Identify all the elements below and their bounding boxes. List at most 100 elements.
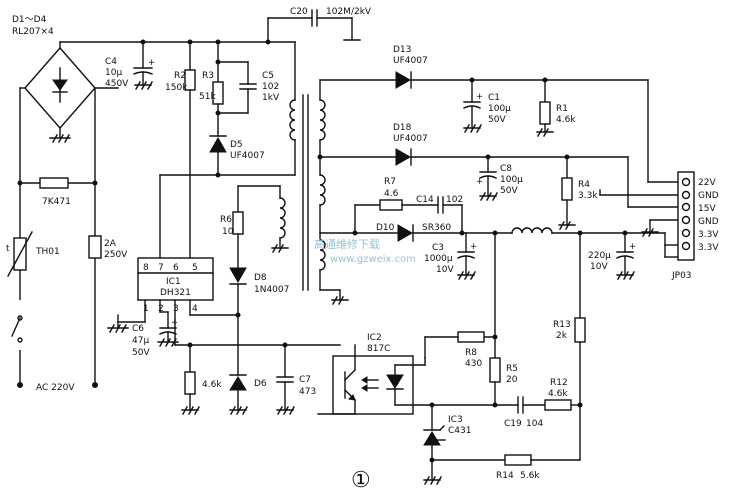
- c5-label: C5: [262, 71, 274, 81]
- c8-value: 100μ: [500, 175, 523, 185]
- c3-value: 1000μ: [424, 254, 453, 264]
- r3-label: R3: [202, 71, 214, 81]
- ic1-pin-1: 1: [143, 304, 149, 314]
- r1-label: R1: [556, 104, 568, 114]
- feedback-bottom-network: [174, 314, 341, 415]
- c8-label: C8: [500, 164, 512, 174]
- c5-value: 102: [262, 82, 279, 92]
- r14-label: R14: [496, 471, 514, 481]
- r7-value: 4.6: [384, 189, 399, 199]
- rectifier-part: RL207×4: [12, 27, 54, 37]
- c14-value: 102: [446, 195, 463, 205]
- ac-input-label: AC 220V: [36, 383, 75, 393]
- c7-label: C7: [299, 375, 311, 385]
- power-switch: [11, 300, 26, 350]
- jp03-pin-1: 22V: [698, 178, 716, 188]
- ic1-pin-5: 5: [192, 263, 198, 273]
- th01-label: TH01: [35, 247, 60, 257]
- d8-label: D8: [254, 273, 267, 283]
- d10-part: SR360: [422, 223, 451, 233]
- r2-label: R2: [174, 71, 186, 81]
- r13-label: R13: [553, 320, 571, 330]
- r1-value: 4.6k: [556, 115, 576, 125]
- watermark-url: www.gzweix.com: [330, 254, 416, 265]
- ic1-pin-3: 3: [173, 304, 179, 314]
- r12-value: 4.6k: [548, 389, 568, 399]
- c1-voltage: 50V: [488, 115, 506, 125]
- svg-text:+: +: [470, 242, 477, 252]
- d5-part: UF4007: [230, 151, 265, 161]
- varistor-label: 7K471: [42, 197, 71, 207]
- fuse-voltage: 250V: [104, 250, 128, 260]
- ic1-chip: [137, 257, 239, 346]
- d10-label: D10: [376, 223, 395, 233]
- ic2-label: IC2: [367, 333, 382, 343]
- c4-value: 10μ: [105, 68, 122, 78]
- r4-label: R4: [578, 180, 590, 190]
- c20-label: C20: [290, 7, 308, 17]
- ic1-label: IC1: [166, 277, 181, 287]
- ground-rails: [599, 189, 679, 237]
- c3-voltage: 10V: [436, 265, 454, 275]
- bridge-rectifier: [24, 46, 96, 143]
- ic1-part: DH321: [160, 288, 191, 298]
- jp03-label: JP03: [671, 271, 692, 281]
- d13-part: UF4007: [393, 56, 428, 66]
- svg-text:+: +: [476, 177, 483, 187]
- watermark-text: 高通维修下载: [314, 237, 380, 251]
- d8-part: 1N4007: [254, 285, 289, 295]
- input-wiring: [17, 41, 296, 388]
- snubber-network: [209, 41, 257, 176]
- svg-text:+: +: [171, 318, 178, 328]
- ic1-pin-2: 2: [158, 304, 164, 314]
- ic3-part: C431: [448, 426, 471, 436]
- th01-symbol: t: [6, 244, 10, 254]
- d6-label: D6: [254, 379, 267, 389]
- jp03-pin-3: 15V: [698, 204, 716, 214]
- jp03-pin-5: 3.3V: [698, 230, 719, 240]
- svg-text:+: +: [476, 92, 483, 102]
- varistor: [39, 177, 69, 189]
- r14-value: 5.6k: [520, 471, 540, 481]
- ic1-ground: [107, 314, 146, 333]
- jp03-pin-2: GND: [698, 191, 719, 201]
- capacitor-c4: +: [133, 41, 155, 90]
- c5-voltage: 1kV: [262, 93, 280, 103]
- r5-label: R5: [506, 364, 518, 374]
- transformer-core: [302, 94, 309, 291]
- r-bottom-value: 4.6k: [202, 380, 222, 390]
- c20-value: 102M/2kV: [326, 7, 372, 17]
- c1-label: C1: [488, 93, 500, 103]
- cout-voltage: 10V: [590, 262, 608, 272]
- r4-value: 3.3k: [578, 191, 598, 201]
- aux-winding: [229, 185, 289, 316]
- r6-value: 10: [222, 227, 234, 237]
- d5-label: D5: [230, 140, 243, 150]
- r6-label: R6: [220, 215, 232, 225]
- c4-label: C4: [105, 57, 117, 67]
- c7-value: 473: [299, 387, 316, 397]
- connector-jp03: [677, 171, 695, 261]
- fuse-rating: 2A: [104, 239, 117, 249]
- d13-label: D13: [393, 45, 411, 55]
- ic3-label: IC3: [448, 415, 463, 425]
- ic2-part: 817C: [367, 344, 390, 354]
- c1-value: 100μ: [488, 104, 511, 114]
- cout-value: 220μ: [588, 251, 611, 261]
- r13-value: 2k: [556, 331, 568, 341]
- c6-voltage: 50V: [132, 348, 150, 358]
- c6-value: 47μ: [132, 336, 149, 346]
- ic1-pin-4: 4: [192, 304, 198, 314]
- feedback-network: [423, 232, 586, 485]
- capacitor-c6: +: [157, 311, 179, 347]
- c19-label: C19: [504, 419, 522, 429]
- ic1-pin-6: 6: [173, 263, 179, 273]
- rectifier-label: D1～D4: [12, 15, 47, 25]
- secondary-windings: [319, 79, 349, 305]
- c19-value: 104: [526, 419, 543, 429]
- resistor-r2: [184, 41, 196, 259]
- ic1-pin-7: 7: [158, 263, 164, 273]
- capacitor-c20: [267, 9, 361, 43]
- jp03-pin-6: 3.3V: [698, 243, 719, 253]
